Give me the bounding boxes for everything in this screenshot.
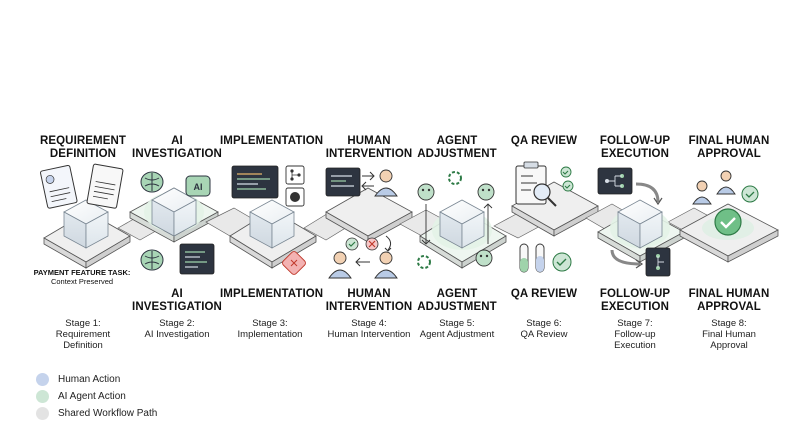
task-note-subtitle: Context Preserved (50, 277, 114, 286)
stage-7-label: Stage 7: Follow-up Execution (614, 318, 656, 351)
task-note: PAYMENT FEATURE TASK: Context Preserved (22, 268, 142, 286)
human-avatar-icon (374, 169, 398, 197)
stage-7-bottom-title: FOLLOW-UP EXECUTION (599, 288, 671, 313)
stage-5-bottom-title: AGENT ADJUSTMENT (417, 288, 497, 313)
legend: Human Action AI Agent Action Shared Work… (36, 371, 157, 422)
stage-1-title: REQUIREMENT DEFINITION (39, 135, 127, 160)
stage-5-title: AGENT ADJUSTMENT (417, 135, 497, 160)
requirement-docs-icon (40, 163, 124, 209)
task-note-title: PAYMENT FEATURE TASK: (33, 268, 131, 277)
approve-reject-icons (345, 235, 392, 252)
stage-8-title: FINAL HUMAN APPROVAL (688, 135, 770, 160)
stage-2-label: Stage 2: AI Investigation (144, 318, 210, 340)
legend-label: Shared Workflow Path (58, 408, 158, 419)
stage-5-label: Stage 5: Agent Adjustment (419, 318, 495, 340)
stage-6-label: Stage 6: QA Review (520, 318, 568, 340)
stage-7-cube (610, 199, 670, 249)
test-tubes-icon (519, 243, 572, 273)
stage-5-cube (432, 199, 492, 250)
terminal-icon (325, 167, 361, 197)
stage-3-cube (249, 199, 295, 249)
stage-1-label: Stage 1: Requirement Definition (55, 318, 111, 351)
legend-label: Human Action (58, 374, 121, 385)
stage-4-title: HUMAN INTERVENTION (325, 135, 413, 160)
legend-dot-shared-path (36, 407, 49, 420)
git-branch-icon (285, 165, 305, 207)
code-window-icon (179, 243, 215, 275)
svg-text:AI: AI (194, 182, 203, 192)
code-editor-icon (231, 165, 279, 199)
legend-dot-human (36, 373, 49, 386)
legend-dot-ai-agent (36, 390, 49, 403)
legend-item-shared-path: Shared Workflow Path (36, 405, 157, 422)
legend-item-human: Human Action (36, 371, 157, 388)
stage-2-bottom-title: AI INVESTIGATION (132, 288, 222, 313)
qa-clipboard-icon (515, 161, 574, 207)
stage-6-title: QA REVIEW (510, 135, 578, 147)
agent-gears-icon (417, 171, 495, 269)
stage-2-cube (144, 187, 204, 237)
stage-1-cube (63, 199, 109, 249)
stage-6-bottom-title: QA REVIEW (510, 288, 578, 300)
stage-3-label: Stage 3: Implementation (237, 318, 303, 340)
stage-8-label: Stage 8: Final Human Approval (702, 318, 756, 351)
swap-arrows-icon (361, 171, 375, 191)
ai-chip-icon: AI (185, 175, 211, 197)
stage-8-bottom-title: FINAL HUMAN APPROVAL (688, 288, 770, 313)
stage-2-title: AI INVESTIGATION (132, 135, 222, 160)
final-approval-icon (692, 170, 759, 240)
stage-7-title: FOLLOW-UP EXECUTION (599, 135, 671, 160)
stage-4-label: Stage 4: Human Intervention (327, 318, 411, 340)
stage-4-bottom-title: HUMAN INTERVENTION (325, 288, 413, 313)
git-alert-icon (282, 251, 306, 275)
stage-3-title: IMPLEMENTATION (220, 135, 324, 147)
legend-label: AI Agent Action (58, 391, 126, 402)
legend-item-ai-agent: AI Agent Action (36, 388, 157, 405)
reviewers-icon (328, 251, 398, 279)
followup-flow-icon (597, 167, 671, 277)
stage-3-bottom-title: IMPLEMENTATION (220, 288, 324, 300)
